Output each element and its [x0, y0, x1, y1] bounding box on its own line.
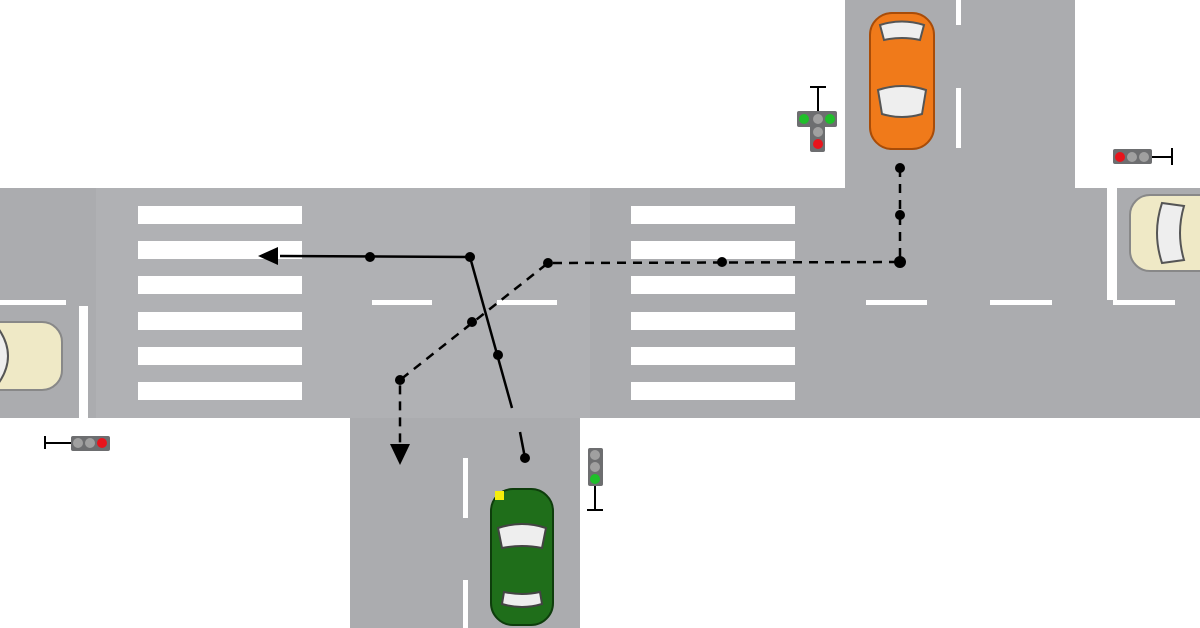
beige-car-right	[1129, 194, 1200, 272]
orange-car-path	[398, 168, 902, 445]
arrow-head-icon	[258, 247, 278, 265]
green-car	[490, 488, 554, 626]
crosswalk-west	[138, 206, 302, 400]
path-waypoints	[258, 163, 906, 465]
traffic-light-icon	[44, 436, 110, 451]
traffic-light-icon	[797, 86, 837, 152]
crosswalk-east	[631, 206, 795, 400]
beige-car-left	[0, 321, 63, 391]
stop-line-east	[1107, 188, 1117, 300]
arrow-head-icon	[390, 444, 410, 465]
traffic-light-icon	[1113, 148, 1173, 165]
turn-indicator	[495, 491, 504, 500]
markings	[0, 0, 1175, 628]
traffic-light-icon	[587, 448, 603, 511]
lane-dashes	[0, 0, 1175, 628]
stop-line-west	[79, 306, 88, 418]
orange-car	[869, 12, 935, 150]
